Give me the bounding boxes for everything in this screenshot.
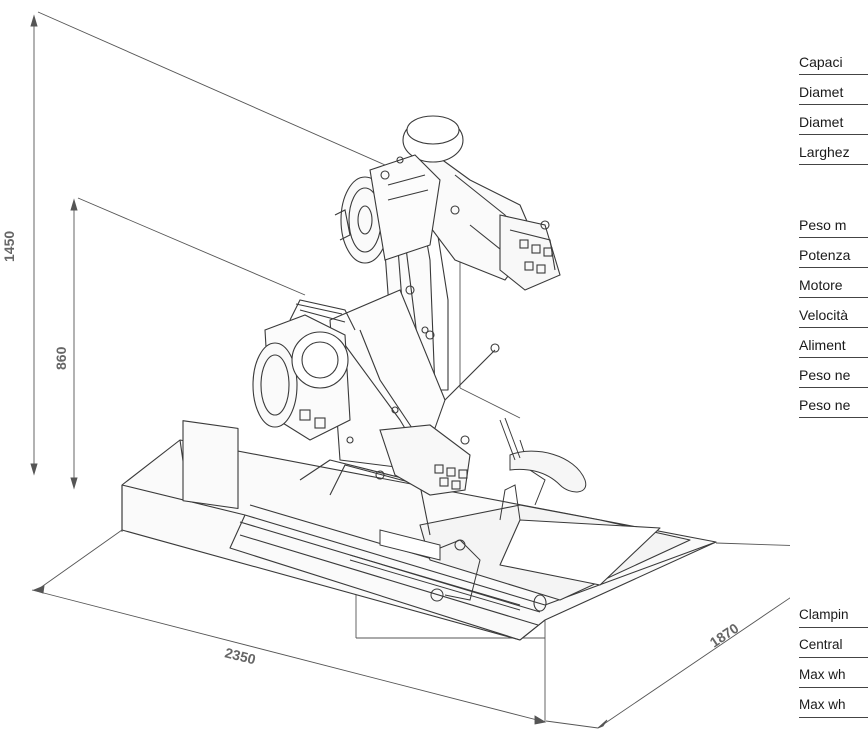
lower-tool-head <box>252 299 500 496</box>
spec-item: Peso m <box>799 208 868 238</box>
label-height-table: 860 <box>53 346 69 370</box>
spec-item: Clampin <box>799 598 868 628</box>
dim-width <box>545 542 790 729</box>
spec-list-italian-2: Peso m Potenza Motore Velocità Aliment P… <box>799 208 868 418</box>
spec-item: Aliment <box>799 328 868 358</box>
spec-item: Larghez <box>799 135 868 165</box>
label-height-total: 1450 <box>1 231 17 262</box>
spec-item: Max wh <box>799 658 868 688</box>
label-length: 2350 <box>223 644 257 667</box>
spec-item: Peso ne <box>799 388 868 418</box>
control-pedal <box>499 417 587 493</box>
upper-tool-head <box>334 115 561 291</box>
spec-item: Potenza <box>799 238 868 268</box>
spec-item: Max wh <box>799 688 868 718</box>
spec-list-english: Clampin Central Max wh Max wh <box>799 598 868 718</box>
spec-item: Velocità <box>799 298 868 328</box>
spec-item: Capaci <box>799 45 868 75</box>
spec-item: Diamet <box>799 75 868 105</box>
dim-height-table <box>70 197 306 490</box>
spec-item: Central <box>799 628 868 658</box>
spec-item: Diamet <box>799 105 868 135</box>
label-width: 1870 <box>707 620 742 651</box>
spec-list-italian-1: Capaci Diamet Diamet Larghez <box>799 45 868 165</box>
tyre-changer-drawing: 1450 860 2350 1870 <box>1 11 790 729</box>
spec-item: Motore <box>799 268 868 298</box>
slide-rails <box>349 439 546 611</box>
spec-item: Peso ne <box>799 358 868 388</box>
